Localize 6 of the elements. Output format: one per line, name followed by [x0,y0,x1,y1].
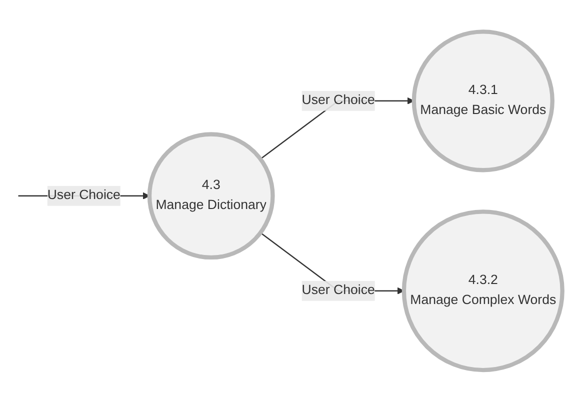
edge-label: User Choice [302,93,375,108]
node-circle: 4.3 Manage Dictionary [147,132,275,260]
edge-label: User Choice [47,188,120,202]
edge-label: User Choice [302,283,375,298]
node-circle: 4.3.2 Manage Complex Words [402,209,564,372]
node-circle: 4.3.1 Manage Basic Words [412,29,554,172]
